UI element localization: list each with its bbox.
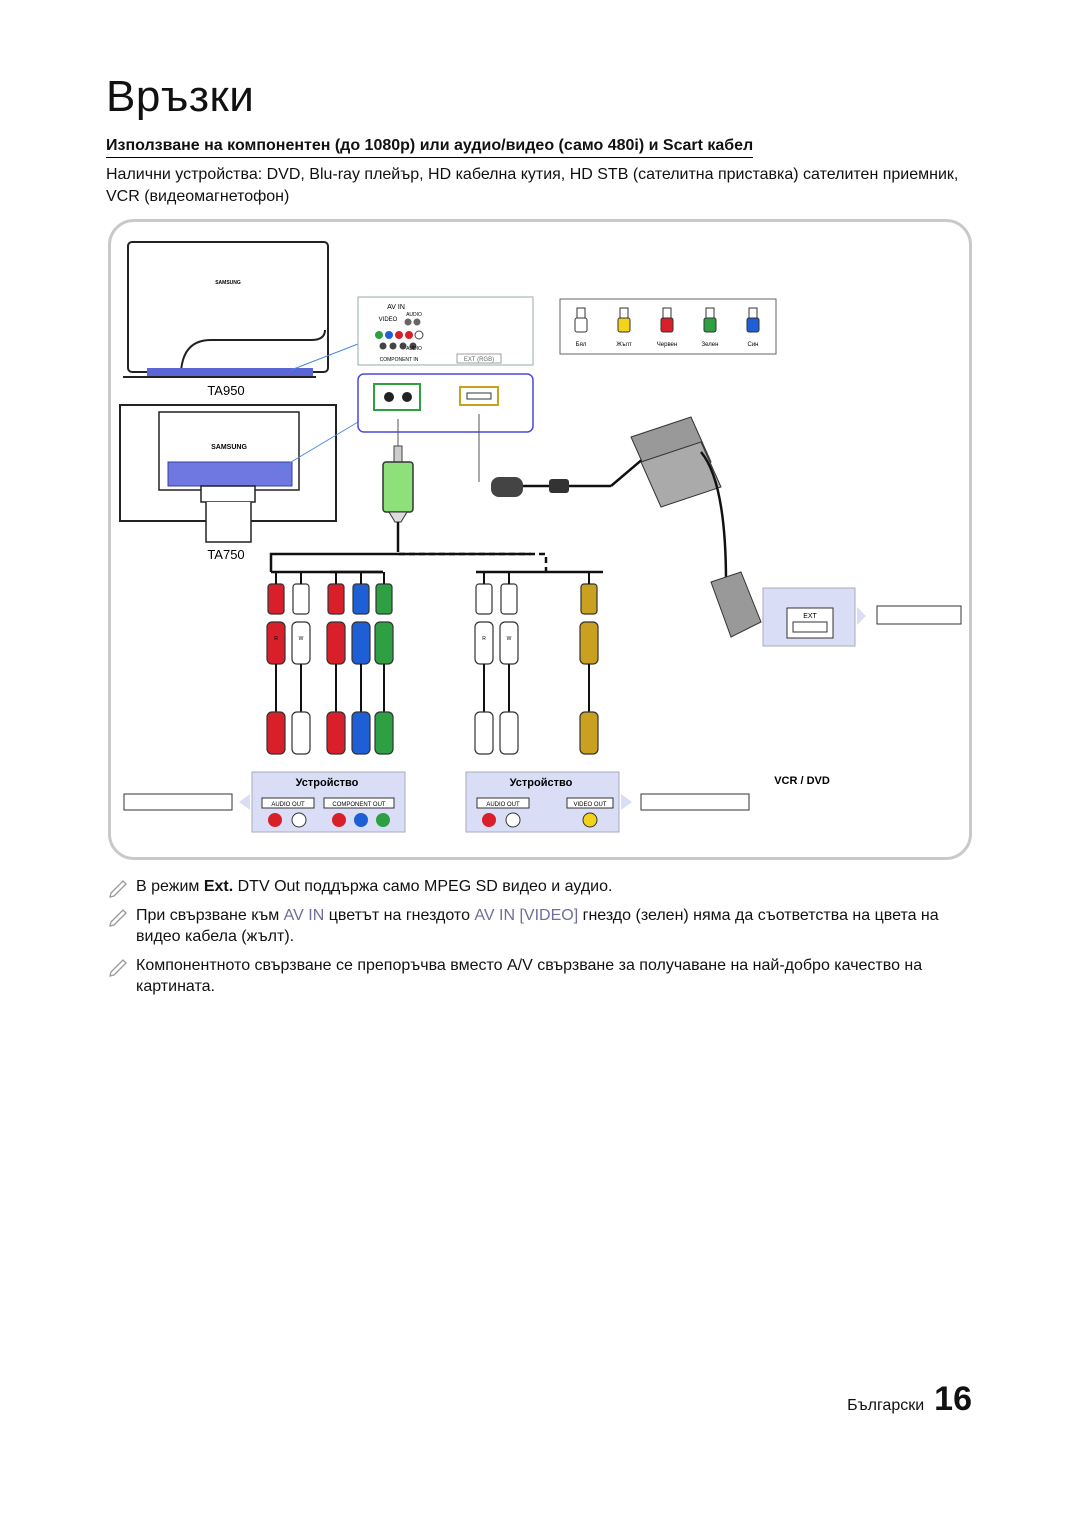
- plug-letter: W: [299, 636, 304, 642]
- legend-plug: Жълт: [616, 307, 632, 348]
- rca-plug: [374, 572, 394, 755]
- brand-logo-bottom: SAMSUNG: [211, 444, 247, 451]
- page-footer: Български 16: [847, 1380, 972, 1419]
- legend-plug: Бял: [574, 307, 588, 348]
- note-3: Компонентното свързване се препоръчва вм…: [108, 955, 976, 997]
- legend-color-label: Червен: [657, 342, 677, 348]
- av-in-label: AV IN: [387, 304, 405, 311]
- component-in-label: COMPONENT IN: [380, 357, 419, 363]
- note-2: При свързване към AV IN цветът на гнездо…: [108, 905, 976, 947]
- legend-plug: Зелен: [702, 307, 719, 348]
- model-label-ta950: TA950: [207, 383, 244, 398]
- video-out-label: VIDEO OUT: [573, 802, 606, 808]
- rca-plug: [579, 572, 599, 755]
- legend-color-label: Бял: [576, 342, 587, 348]
- section-subtitle: Използване на компонентен (до 1080p) или…: [106, 137, 754, 158]
- audio-out-left: AUDIO OUT: [271, 802, 305, 808]
- rca-plug: [326, 572, 346, 755]
- device-middle: Устройство AUDIO OUT VIDEO OUT: [465, 771, 750, 833]
- vcr-ext-panel: EXT VCR / DVD: [762, 587, 962, 787]
- legend-color-label: Зелен: [702, 342, 719, 348]
- language-label: Български: [847, 1397, 925, 1414]
- jack-panel-zoom: [357, 373, 534, 433]
- component-out-label: COMPONENT OUT: [332, 802, 386, 808]
- wiring: [269, 552, 603, 574]
- note-1: В режим Ext. DTV Out поддържа само MPEG …: [108, 876, 976, 898]
- brand-logo-top: SAMSUNG: [215, 280, 241, 286]
- legend-plug: Червен: [657, 307, 677, 348]
- vcr-dvd-label: VCR / DVD: [774, 775, 830, 787]
- pencil-icon: [109, 880, 127, 898]
- device-mid-label: Устройство: [510, 777, 573, 789]
- intro-paragraph: Налични устройства: DVD, Blu-ray плейър,…: [106, 166, 959, 205]
- legend-color-label: Син: [748, 342, 759, 348]
- ext-label: EXT: [803, 613, 817, 620]
- pencil-icon: [109, 959, 127, 977]
- rca-plug: R: [266, 572, 286, 755]
- page-title: Връзки: [106, 72, 255, 121]
- audio-port-label-2: AUDIO: [406, 346, 422, 352]
- rca-plug: [351, 572, 371, 755]
- video-port-label: VIDEO: [379, 317, 398, 323]
- port-panel: AV IN VIDEO AUDIO AUDIO COMPONENT IN EXT…: [357, 296, 534, 366]
- legend-color-label: Жълт: [616, 342, 632, 348]
- legend-plug: Син: [746, 307, 760, 348]
- model-label-ta750: TA750: [207, 547, 244, 562]
- scart-cable: [478, 414, 762, 638]
- ext-rgb-label: EXT (RGB): [464, 357, 494, 363]
- connection-diagram: SAMSUNG TA950 SAMSUNG TA750 AV IN VIDEO …: [108, 219, 972, 860]
- audio-port-label: AUDIO: [406, 312, 422, 318]
- rca-plug: W: [291, 572, 311, 755]
- plug-letter: R: [482, 636, 486, 642]
- device-left: Устройство AUDIO OUT COMPONENT OUT: [123, 771, 406, 833]
- rca-plug: W: [499, 572, 519, 755]
- audio-out-mid: AUDIO OUT: [486, 802, 520, 808]
- cable-color-legend: Бял Жълт Червен Зелен Син: [559, 298, 777, 355]
- rca-plug: R: [474, 572, 494, 755]
- connection-diagram-svg: SAMSUNG TA950 SAMSUNG TA750 AV IN VIDEO …: [119, 241, 962, 833]
- plug-letter: R: [274, 636, 278, 642]
- pencil-icon: [109, 909, 127, 927]
- av-adapter-plug: [382, 419, 414, 552]
- monitor-ta750: SAMSUNG TA750: [119, 404, 337, 562]
- page-number: 16: [934, 1380, 972, 1418]
- monitor-ta950: SAMSUNG TA950: [123, 241, 329, 398]
- notes-list: В режим Ext. DTV Out поддържа само MPEG …: [108, 876, 976, 1005]
- device-left-label: Устройство: [296, 777, 359, 789]
- plug-letter: W: [507, 636, 512, 642]
